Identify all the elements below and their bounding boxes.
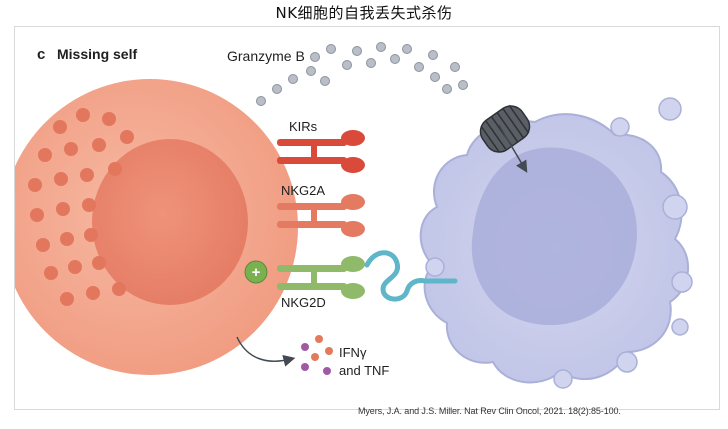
- panel-letter: c: [37, 46, 45, 63]
- nk-cell: [15, 79, 298, 375]
- nkg2d-label: NKG2D: [281, 295, 326, 310]
- cytokine-label-line2: and TNF: [339, 363, 389, 378]
- perforin-pore-icon: [479, 104, 531, 153]
- activation-sign: +: [252, 264, 261, 281]
- cytokine-release-arrow: [236, 336, 296, 367]
- granzyme-entry-arrow: [498, 124, 528, 173]
- cytokine-label-line1: IFNγ: [339, 345, 367, 360]
- cytotoxic-granules: [28, 108, 134, 306]
- nk-nucleus: [92, 139, 248, 305]
- page-title: NK细胞的自我丢失式杀伤: [275, 4, 453, 22]
- kir-receptor: [277, 130, 365, 173]
- panel-title: Missing self: [57, 46, 137, 62]
- nkg2d-receptor: [277, 256, 365, 299]
- cytokine-dots: [301, 335, 333, 375]
- nkg2a-label: NKG2A: [281, 183, 325, 198]
- citation: Myers, J.A. and J.S. Miller. Nat Rev Cli…: [358, 406, 621, 416]
- nkg2a-receptor: [277, 194, 365, 237]
- figure-panel: + c Missing self Granzyme B KIRs NKG2A N…: [14, 26, 720, 410]
- granzyme-b-label: Granzyme B: [227, 48, 305, 64]
- nkg2d-ligand: [364, 250, 458, 302]
- target-cell: [419, 97, 693, 389]
- granzyme-b-dots: [256, 42, 468, 106]
- kirs-label: KIRs: [289, 119, 318, 134]
- missing-self-diagram: + c Missing self Granzyme B KIRs NKG2A N…: [15, 42, 693, 389]
- target-cell-blebs: [425, 97, 693, 389]
- activation-plus-icon: +: [244, 260, 268, 284]
